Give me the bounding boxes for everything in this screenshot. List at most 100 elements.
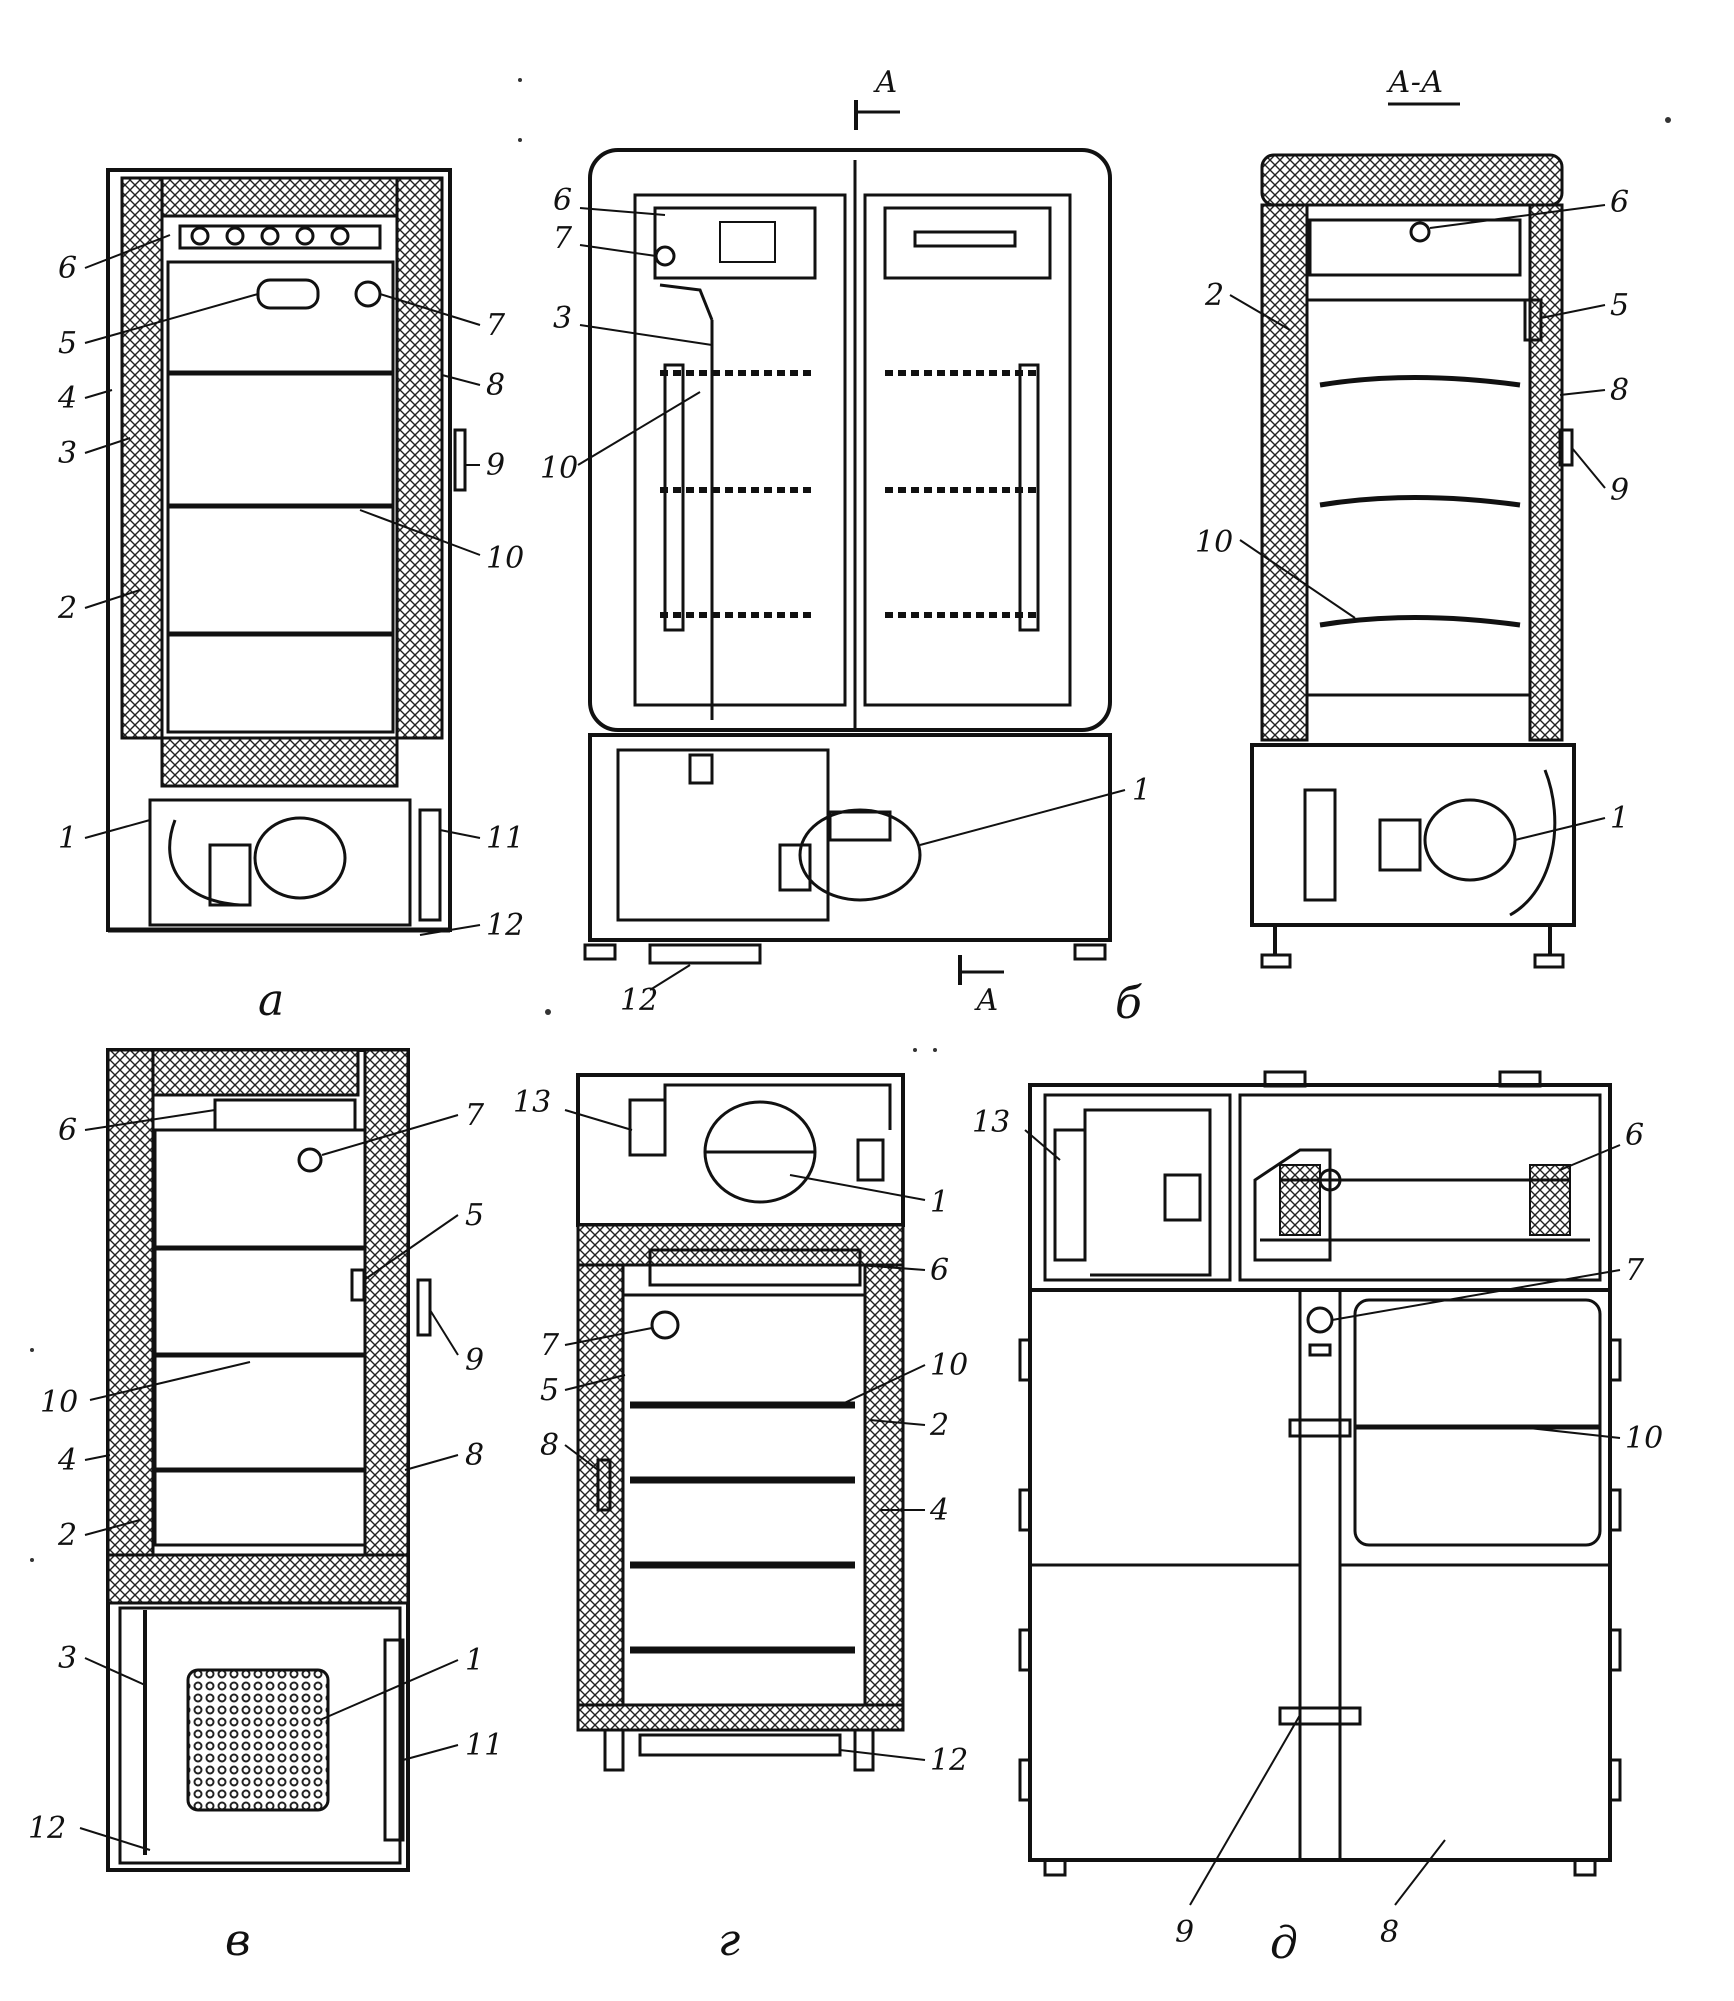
relay-d — [1053, 1128, 1087, 1262]
labels-v: 6 7 5 9 10 8 4 2 3 1 11 12 — [28, 1098, 503, 1851]
label-9: 9 — [486, 448, 505, 483]
caption-a: а — [258, 975, 284, 1026]
right-compartment-b — [863, 193, 1072, 707]
label-7: 7 — [1625, 1253, 1645, 1288]
drain-tray-g — [638, 1733, 842, 1757]
label-2: 2 — [57, 591, 77, 626]
label-7: 7 — [540, 1328, 560, 1363]
label-13: 13 — [972, 1105, 1010, 1140]
panel-section-aa: А-А 6 2 — [1195, 65, 1629, 969]
drain-tray-b — [648, 943, 762, 965]
left-compartment-b — [633, 193, 847, 707]
caption-v: в — [225, 1915, 251, 1966]
label-12: 12 — [620, 983, 658, 1018]
print-specks — [30, 78, 1671, 1562]
section-letter-top: А — [873, 65, 898, 100]
machine-compartment-d — [1043, 1093, 1232, 1282]
label-4: 4 — [929, 1493, 949, 1528]
machine-compartment-aa — [1250, 743, 1576, 927]
evaporator-aa — [1308, 218, 1522, 277]
label-12: 12 — [486, 908, 524, 943]
label-13: 13 — [513, 1085, 551, 1120]
evaporator-a — [190, 226, 350, 246]
section-letter-bottom: А — [974, 983, 999, 1018]
label-8: 8 — [486, 368, 505, 403]
label-6: 6 — [1625, 1118, 1644, 1153]
condenser-a — [418, 808, 442, 922]
label-3: 3 — [553, 301, 572, 336]
handle-a — [453, 428, 467, 492]
label-1: 1 — [1610, 801, 1629, 836]
label-10: 10 — [486, 541, 524, 576]
labels-a: 6 5 4 3 2 1 7 8 9 10 11 12 — [57, 234, 524, 943]
labels-b: 6 7 3 10 1 12 — [540, 183, 1151, 1018]
lamp-a — [354, 280, 382, 308]
lamp-g — [650, 1310, 680, 1340]
label-5: 5 — [58, 326, 77, 361]
label-10: 10 — [1195, 525, 1233, 560]
label-9: 9 — [1610, 473, 1629, 508]
label-6: 6 — [58, 1113, 77, 1148]
label-5: 5 — [540, 1373, 559, 1408]
label-8: 8 — [465, 1438, 484, 1473]
lamp-v — [297, 1147, 323, 1173]
panel-b: А А 6 7 3 10 1 12 б — [540, 65, 1151, 1029]
machine-compartment-a — [148, 798, 412, 927]
label-11: 11 — [486, 821, 524, 856]
handle-v — [416, 1278, 432, 1337]
label-12: 12 — [930, 1743, 968, 1778]
label-4: 4 — [57, 1443, 77, 1478]
cabinet-a — [106, 168, 467, 933]
machine-compartment-b — [616, 748, 830, 922]
label-3: 3 — [58, 1641, 77, 1676]
caption-d: д — [1270, 1918, 1298, 1969]
compressor-b — [798, 808, 922, 902]
lamp-aa — [1523, 298, 1543, 342]
label-10: 10 — [40, 1385, 78, 1420]
panel-a: 6 5 4 3 2 1 7 8 9 10 11 12 а — [57, 168, 524, 1026]
label-10: 10 — [540, 451, 578, 486]
cabinet-v — [106, 1048, 432, 1872]
label-7: 7 — [465, 1098, 485, 1133]
label-6: 6 — [553, 183, 572, 218]
lamp-b — [654, 245, 676, 267]
evaporator-b — [653, 206, 817, 280]
label-8: 8 — [540, 1428, 559, 1463]
label-1: 1 — [1132, 773, 1151, 808]
labels-aa: 6 2 5 8 9 10 1 — [1195, 185, 1629, 841]
label-6: 6 — [58, 251, 77, 286]
cabinet-g — [576, 1073, 905, 1772]
label-1: 1 — [930, 1185, 949, 1220]
machine-compartment-v — [118, 1606, 402, 1865]
thermostat-a — [256, 278, 320, 310]
label-1: 1 — [58, 821, 77, 856]
section-title: А-А — [1386, 65, 1444, 100]
cabinet-d — [1018, 1070, 1622, 1877]
labels-g: 13 1 6 7 10 5 2 8 4 12 — [513, 1085, 968, 1778]
label-7: 7 — [553, 221, 573, 256]
label-6: 6 — [1610, 185, 1629, 220]
chamber-d — [1353, 1298, 1602, 1547]
labels-d: 13 6 7 10 9 8 — [972, 1105, 1663, 1950]
label-2: 2 — [1204, 278, 1224, 313]
cabinet-aa — [1250, 153, 1576, 969]
label-7: 7 — [486, 308, 506, 343]
panel-v: 6 7 5 9 10 8 4 2 3 1 11 12 в — [28, 1048, 503, 1966]
panel-g: 13 1 6 7 10 5 2 8 4 12 г — [513, 1073, 968, 1966]
handle-aa — [1558, 428, 1574, 467]
evaporator-compartment-d — [1238, 1093, 1602, 1282]
section-marks: А А — [854, 65, 1004, 1018]
label-5: 5 — [465, 1198, 484, 1233]
compressor-a — [253, 816, 347, 900]
label-1: 1 — [465, 1643, 484, 1678]
label-9: 9 — [465, 1343, 484, 1378]
label-8: 8 — [1610, 373, 1629, 408]
evaporator-v — [213, 1098, 357, 1132]
relay-g — [628, 1098, 667, 1157]
handle-d — [1278, 1706, 1362, 1726]
condenser-v — [186, 1668, 330, 1812]
cabinet-b — [583, 148, 1112, 965]
evaporator-g — [648, 1248, 862, 1287]
machine-compartment-g — [576, 1073, 905, 1227]
